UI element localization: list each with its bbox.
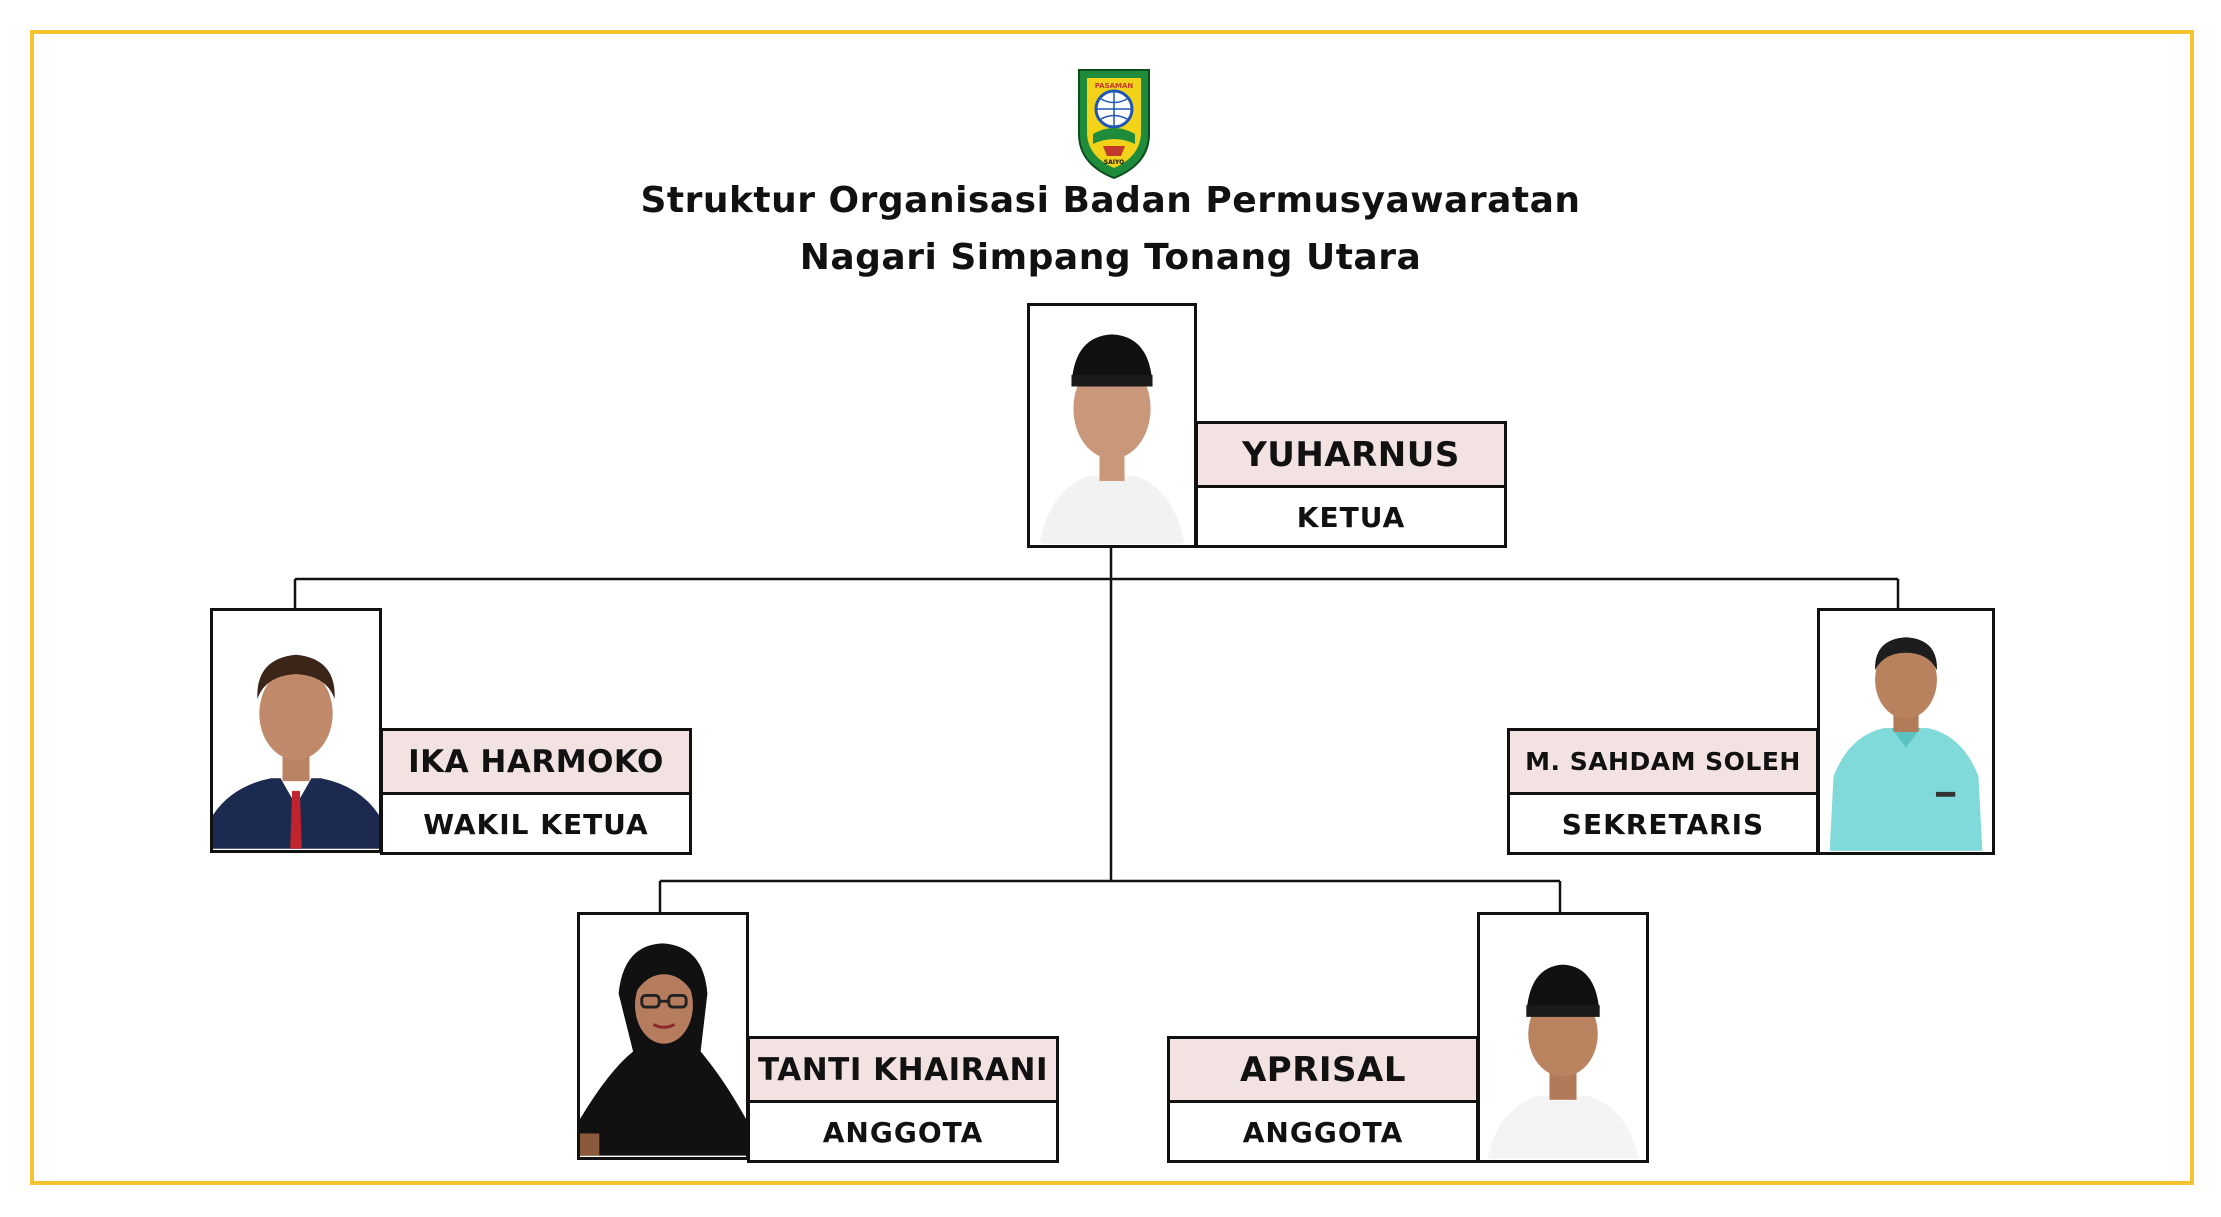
photo-wakil-ketua <box>210 608 382 853</box>
photo-sekretaris <box>1817 608 1995 855</box>
name-anggota-2: APRISAL <box>1170 1039 1476 1103</box>
svg-text:SAIYO: SAIYO <box>1104 159 1124 166</box>
name-sekretaris: M. SAHDAM SOLEH <box>1510 731 1816 795</box>
pasaman-emblem-logo: PASAMAN SAIYO <box>1073 64 1155 182</box>
portrait-man-teal-shirt-icon <box>1829 637 1983 851</box>
nametag-wakil-ketua: IKA HARMOKO WAKIL KETUA <box>380 728 692 855</box>
role-anggota-1: ANGGOTA <box>822 1115 984 1149</box>
role-sekretaris: SEKRETARIS <box>1561 807 1765 841</box>
chart-title-line-1: Struktur Organisasi Badan Permusyawarata… <box>640 180 1581 221</box>
photo-anggota-2 <box>1477 912 1649 1163</box>
photo-anggota-1 <box>577 912 749 1160</box>
svg-text:PASAMAN: PASAMAN <box>1095 82 1134 90</box>
portrait-man-peci-white-shirt-icon <box>1487 964 1639 1159</box>
chart-title-line-2: Nagari Simpang Tonang Utara <box>799 237 1422 278</box>
nametag-sekretaris: M. SAHDAM SOLEH SEKRETARIS <box>1507 728 1819 855</box>
nametag-ketua: YUHARNUS KETUA <box>1195 421 1507 548</box>
name-anggota-1: TANTI KHAIRANI <box>750 1039 1056 1103</box>
name-wakil-ketua: IKA HARMOKO <box>383 731 689 795</box>
portrait-man-suit-icon <box>213 654 379 849</box>
role-wakil-ketua: WAKIL KETUA <box>423 807 649 841</box>
emblem-icon: PASAMAN SAIYO <box>1078 69 1150 180</box>
nametag-anggota-2: APRISAL ANGGOTA <box>1167 1036 1479 1163</box>
role-ketua: KETUA <box>1296 500 1406 534</box>
portrait-man-peci-icon <box>1039 334 1185 544</box>
page-frame <box>30 30 2194 1185</box>
name-ketua: YUHARNUS <box>1198 424 1504 488</box>
portrait-woman-hijab-icon <box>580 943 746 1156</box>
role-anggota-2: ANGGOTA <box>1242 1115 1404 1149</box>
photo-ketua <box>1027 303 1197 548</box>
nametag-anggota-1: TANTI KHAIRANI ANGGOTA <box>747 1036 1059 1163</box>
